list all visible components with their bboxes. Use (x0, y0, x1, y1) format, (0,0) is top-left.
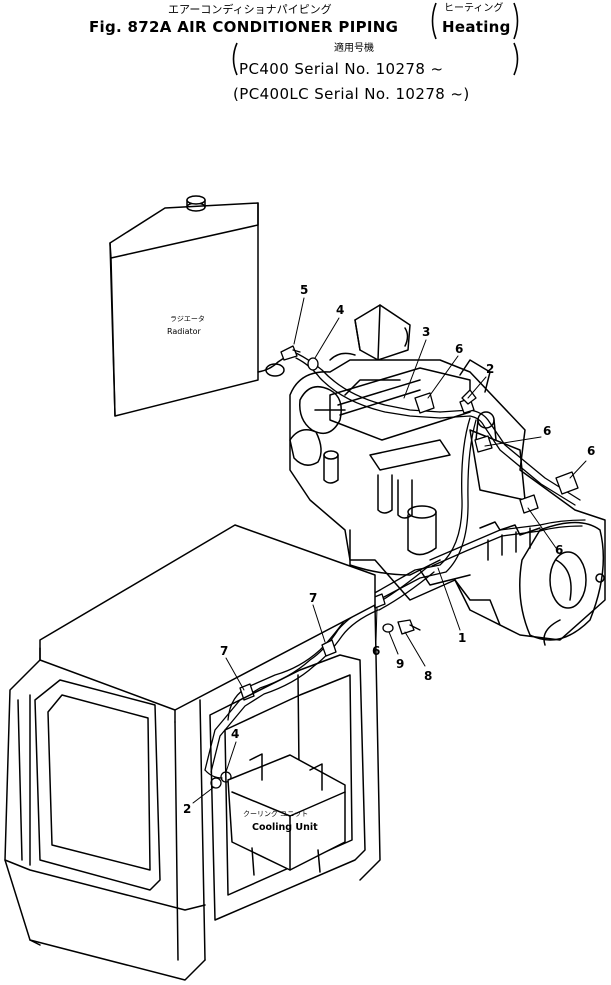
applicable-japanese: 適用号機 (334, 43, 374, 54)
serial-close-paren (513, 42, 519, 76)
callout-3: 3 (422, 325, 431, 339)
callout-2-bottom: 2 (183, 802, 192, 816)
cooling-unit (227, 753, 346, 876)
serial-line-2: (PC400LC Serial No. 10278 ~) (233, 85, 470, 103)
callout-8: 8 (424, 669, 433, 683)
engine (289, 304, 606, 646)
figure-title: Fig. 872A AIR CONDITIONER PIPING (89, 18, 399, 36)
callout-5: 5 (300, 283, 309, 297)
cab (4, 524, 381, 981)
cooling-unit-japanese-label: クーリング ユニット (243, 810, 309, 818)
callout-2-top: 2 (486, 362, 495, 376)
cooling-unit-label: Cooling Unit (252, 822, 318, 833)
heating-japanese: ヒーティング (444, 3, 504, 14)
serial-line-1: PC400 Serial No. 10278 ~ (239, 60, 444, 78)
serial-open-paren (232, 42, 238, 76)
callout-1: 1 (458, 631, 467, 645)
radiator (109, 195, 285, 417)
callout-4-bottom: 4 (231, 727, 240, 741)
fittings (204, 345, 579, 789)
radiator-japanese-label: ラジエータ (170, 315, 205, 323)
heating-close-paren (513, 2, 519, 40)
callout-9: 9 (396, 657, 405, 671)
japanese-title: エアーコンディショナパイピング (168, 3, 332, 16)
callout-4-top: 4 (336, 303, 345, 317)
callout-6-d: 6 (555, 543, 564, 557)
radiator-label: Radiator (167, 327, 201, 336)
callout-6-a: 6 (455, 342, 464, 356)
leader-lines (192, 297, 587, 804)
callout-6-c: 6 (587, 444, 596, 458)
heating-label: Heating (442, 18, 511, 36)
heater-hoses (204, 352, 586, 773)
callout-7-a: 7 (309, 591, 318, 605)
callout-6-e: 6 (372, 644, 381, 658)
callout-6-b: 6 (543, 424, 552, 438)
heating-open-paren (431, 2, 437, 40)
callout-7-b: 7 (220, 644, 229, 658)
